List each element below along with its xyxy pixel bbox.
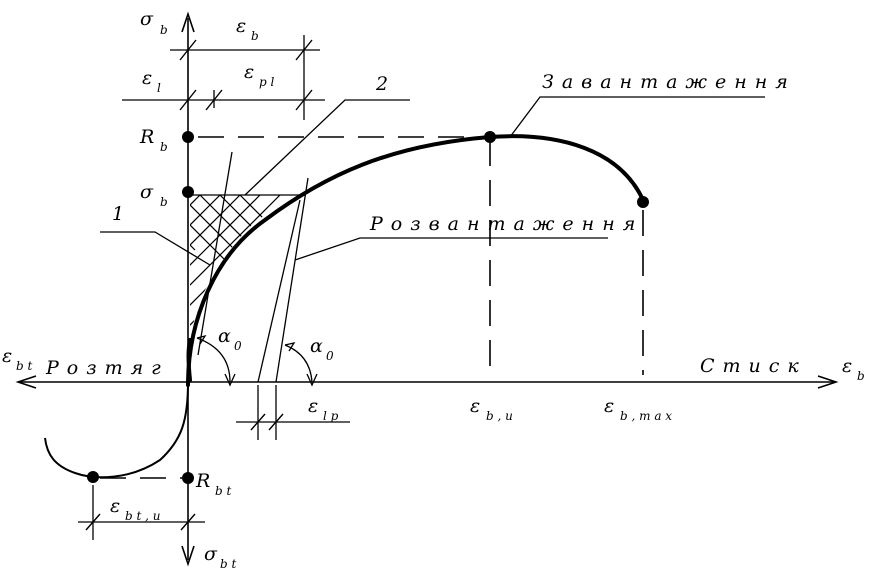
horizontal-axis-arrow-left <box>15 375 37 389</box>
alpha0-arrow-left-top <box>196 334 207 345</box>
rbt-sub: b t <box>215 484 231 498</box>
alpha0-right-sub: 0 <box>326 349 334 363</box>
eps-bu-label: ε <box>470 395 480 417</box>
sigma-b-axis-sub: b <box>160 23 168 37</box>
rb-point <box>182 131 194 143</box>
unloading-leader <box>294 237 608 261</box>
loading-label: Завантаження <box>542 71 796 93</box>
alpha0-arc-right <box>284 344 313 383</box>
eps-l-label: ε <box>142 67 152 89</box>
loading-leader <box>509 96 765 138</box>
eps-bt-sub: b t <box>16 359 32 373</box>
alpha0-arrow-right <box>306 373 318 387</box>
eps-bmax-sub: b , m a x <box>620 409 672 423</box>
tension-curve <box>44 381 189 479</box>
marker-1: 1 <box>112 203 124 225</box>
loading-curve <box>186 134 645 387</box>
vertical-axis-arrow-down <box>181 545 195 567</box>
leader-1 <box>100 231 211 266</box>
eps-btu-label: ε <box>110 495 120 517</box>
peak-point <box>484 131 496 143</box>
horizontal-axis-arrow-right <box>817 375 839 389</box>
sigma-bt-label: σ <box>204 543 218 565</box>
hatched-area <box>190 195 305 335</box>
unloading-line-2b <box>257 199 301 383</box>
rb-sub: b <box>160 140 168 154</box>
end-point <box>637 196 649 208</box>
alpha0-arrow-right-top <box>284 342 296 352</box>
sigma-bt-sub: b t <box>220 557 236 571</box>
eps-b-right-sub: b <box>857 369 865 383</box>
unloading-label: Розвантаження <box>369 213 643 235</box>
eps-pl-label: ε <box>244 61 254 83</box>
alpha0-left-sub: 0 <box>234 339 242 353</box>
rb-label: R <box>139 126 154 148</box>
alpha0-left-label: α <box>218 325 231 347</box>
eps-b-right-label: ε <box>842 355 852 377</box>
unloading-line-1 <box>197 151 233 356</box>
dimension-eps-l-pl <box>122 89 325 111</box>
tension-label: Розтяг <box>45 357 169 379</box>
rbt-label: R <box>195 470 210 492</box>
vertical-axis-arrow-up <box>181 11 195 33</box>
loading-curve-origin <box>186 338 192 382</box>
eps-b-top-label: ε <box>236 15 246 37</box>
eps-bt-label: ε <box>2 345 12 367</box>
eps-lp-sub: l p <box>323 409 339 423</box>
alpha0-right-label: α <box>310 335 323 357</box>
eps-bmax-label: ε <box>604 395 614 417</box>
eps-l-sub: l <box>157 81 161 95</box>
rbt-point-axis <box>182 472 194 484</box>
sigma-b-level-label: σ <box>140 181 154 203</box>
eps-btu-sub: b t , u <box>125 509 161 523</box>
leader-2 <box>244 99 410 196</box>
dimension-eps-btu <box>78 485 205 540</box>
alpha0-arrow-left <box>224 373 236 387</box>
eps-pl-sub: p l <box>259 75 274 89</box>
sigma-b-axis-label: σ <box>140 8 154 30</box>
sigma-b-point <box>182 186 194 198</box>
unloading-line-2 <box>275 177 309 383</box>
compression-label: Стиск <box>700 355 807 377</box>
rbt-point-curve <box>87 471 99 483</box>
dimension-eps-lp <box>236 385 350 440</box>
eps-b-top-sub: b <box>251 29 259 43</box>
marker-2: 2 <box>375 73 388 95</box>
eps-lp-label: ε <box>308 395 318 417</box>
dimension-eps-b <box>170 35 320 120</box>
sigma-b-level-sub: b <box>160 195 168 209</box>
eps-bu-sub: b , u <box>486 409 513 423</box>
